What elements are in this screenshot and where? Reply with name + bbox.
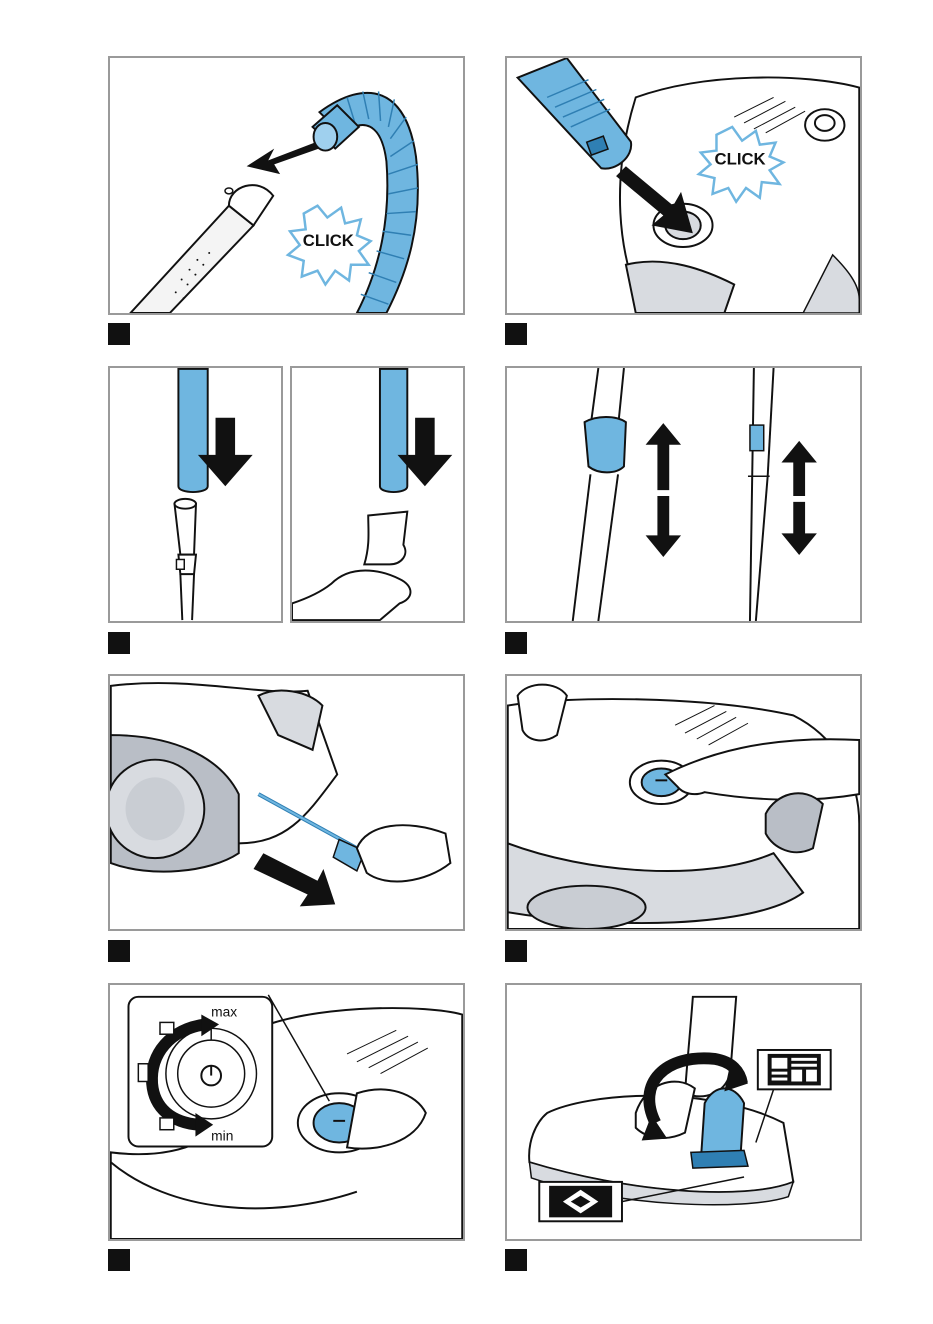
- power-dial-drawing: max min: [110, 985, 463, 1239]
- illustration-hose-insert: CLICK: [505, 56, 862, 315]
- illustration-tube-attach-a: [108, 366, 283, 623]
- illustration-pull-cord: [108, 674, 465, 931]
- illustration-power-dial: max min: [108, 983, 465, 1241]
- step-marker: [505, 632, 527, 654]
- hose-connect-drawing: CLICK: [110, 58, 463, 313]
- telescopic-tube-drawing: [507, 368, 860, 621]
- dial-max-label: max: [211, 1005, 237, 1020]
- illustration-hose-connect: CLICK: [108, 56, 465, 315]
- floor-nozzle-drawing: [507, 985, 860, 1239]
- illustration-floor-nozzle: [505, 983, 862, 1241]
- step-marker: [505, 940, 527, 962]
- step-marker: [108, 940, 130, 962]
- tube-attach-b-drawing: [292, 368, 463, 621]
- illustration-telescopic-tube: [505, 366, 862, 623]
- illustration-tube-attach-b: [290, 366, 465, 623]
- step-marker: [505, 1249, 527, 1271]
- step-marker: [108, 323, 130, 345]
- press-button-drawing: [507, 676, 860, 929]
- dial-min-label: min: [211, 1129, 233, 1144]
- hose-insert-drawing: CLICK: [507, 58, 860, 313]
- click-label: CLICK: [715, 149, 766, 168]
- click-label: CLICK: [303, 231, 354, 250]
- tube-attach-a-drawing: [110, 368, 281, 621]
- step-marker: [505, 323, 527, 345]
- pull-cord-drawing: [110, 676, 463, 929]
- step-marker: [108, 632, 130, 654]
- step-marker: [108, 1249, 130, 1271]
- illustration-press-button: [505, 674, 862, 931]
